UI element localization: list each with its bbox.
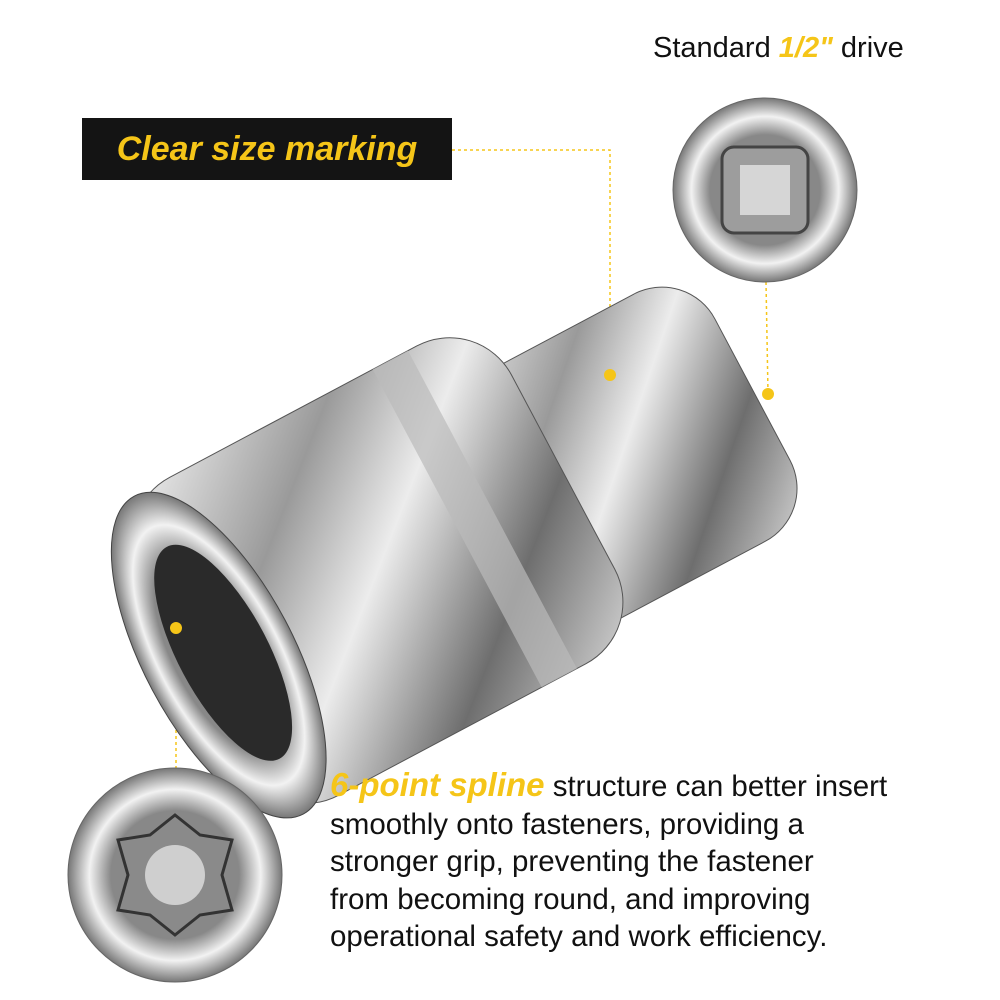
spline-description: 6-point spline structure can better inse… — [330, 766, 970, 956]
caption-highlight: 1/2" — [778, 32, 833, 64]
socket-body — [110, 337, 624, 819]
spline-end-closeup — [67, 767, 283, 983]
description-line: operational safety and work efficiency. — [330, 920, 828, 953]
size-marking-label: Clear size marking — [82, 118, 452, 180]
description-line: from becoming round, and improving — [330, 882, 811, 916]
description-highlight: 6-point spline — [330, 766, 545, 803]
leader-lines — [175, 149, 769, 768]
marker-dots — [170, 369, 774, 634]
caption-suffix: drive — [840, 32, 904, 64]
description-line: smoothly onto fasteners, providing a — [330, 807, 804, 841]
caption-prefix: Standard — [653, 32, 771, 64]
drive-size-caption: Standard 1/2" drive — [653, 32, 904, 65]
description-line: stronger grip, preventing the fastener — [330, 845, 814, 878]
size-marking-text: Clear size marking — [116, 129, 418, 168]
drive-end-closeup — [672, 97, 858, 283]
description-line: structure can better insert — [552, 770, 888, 803]
